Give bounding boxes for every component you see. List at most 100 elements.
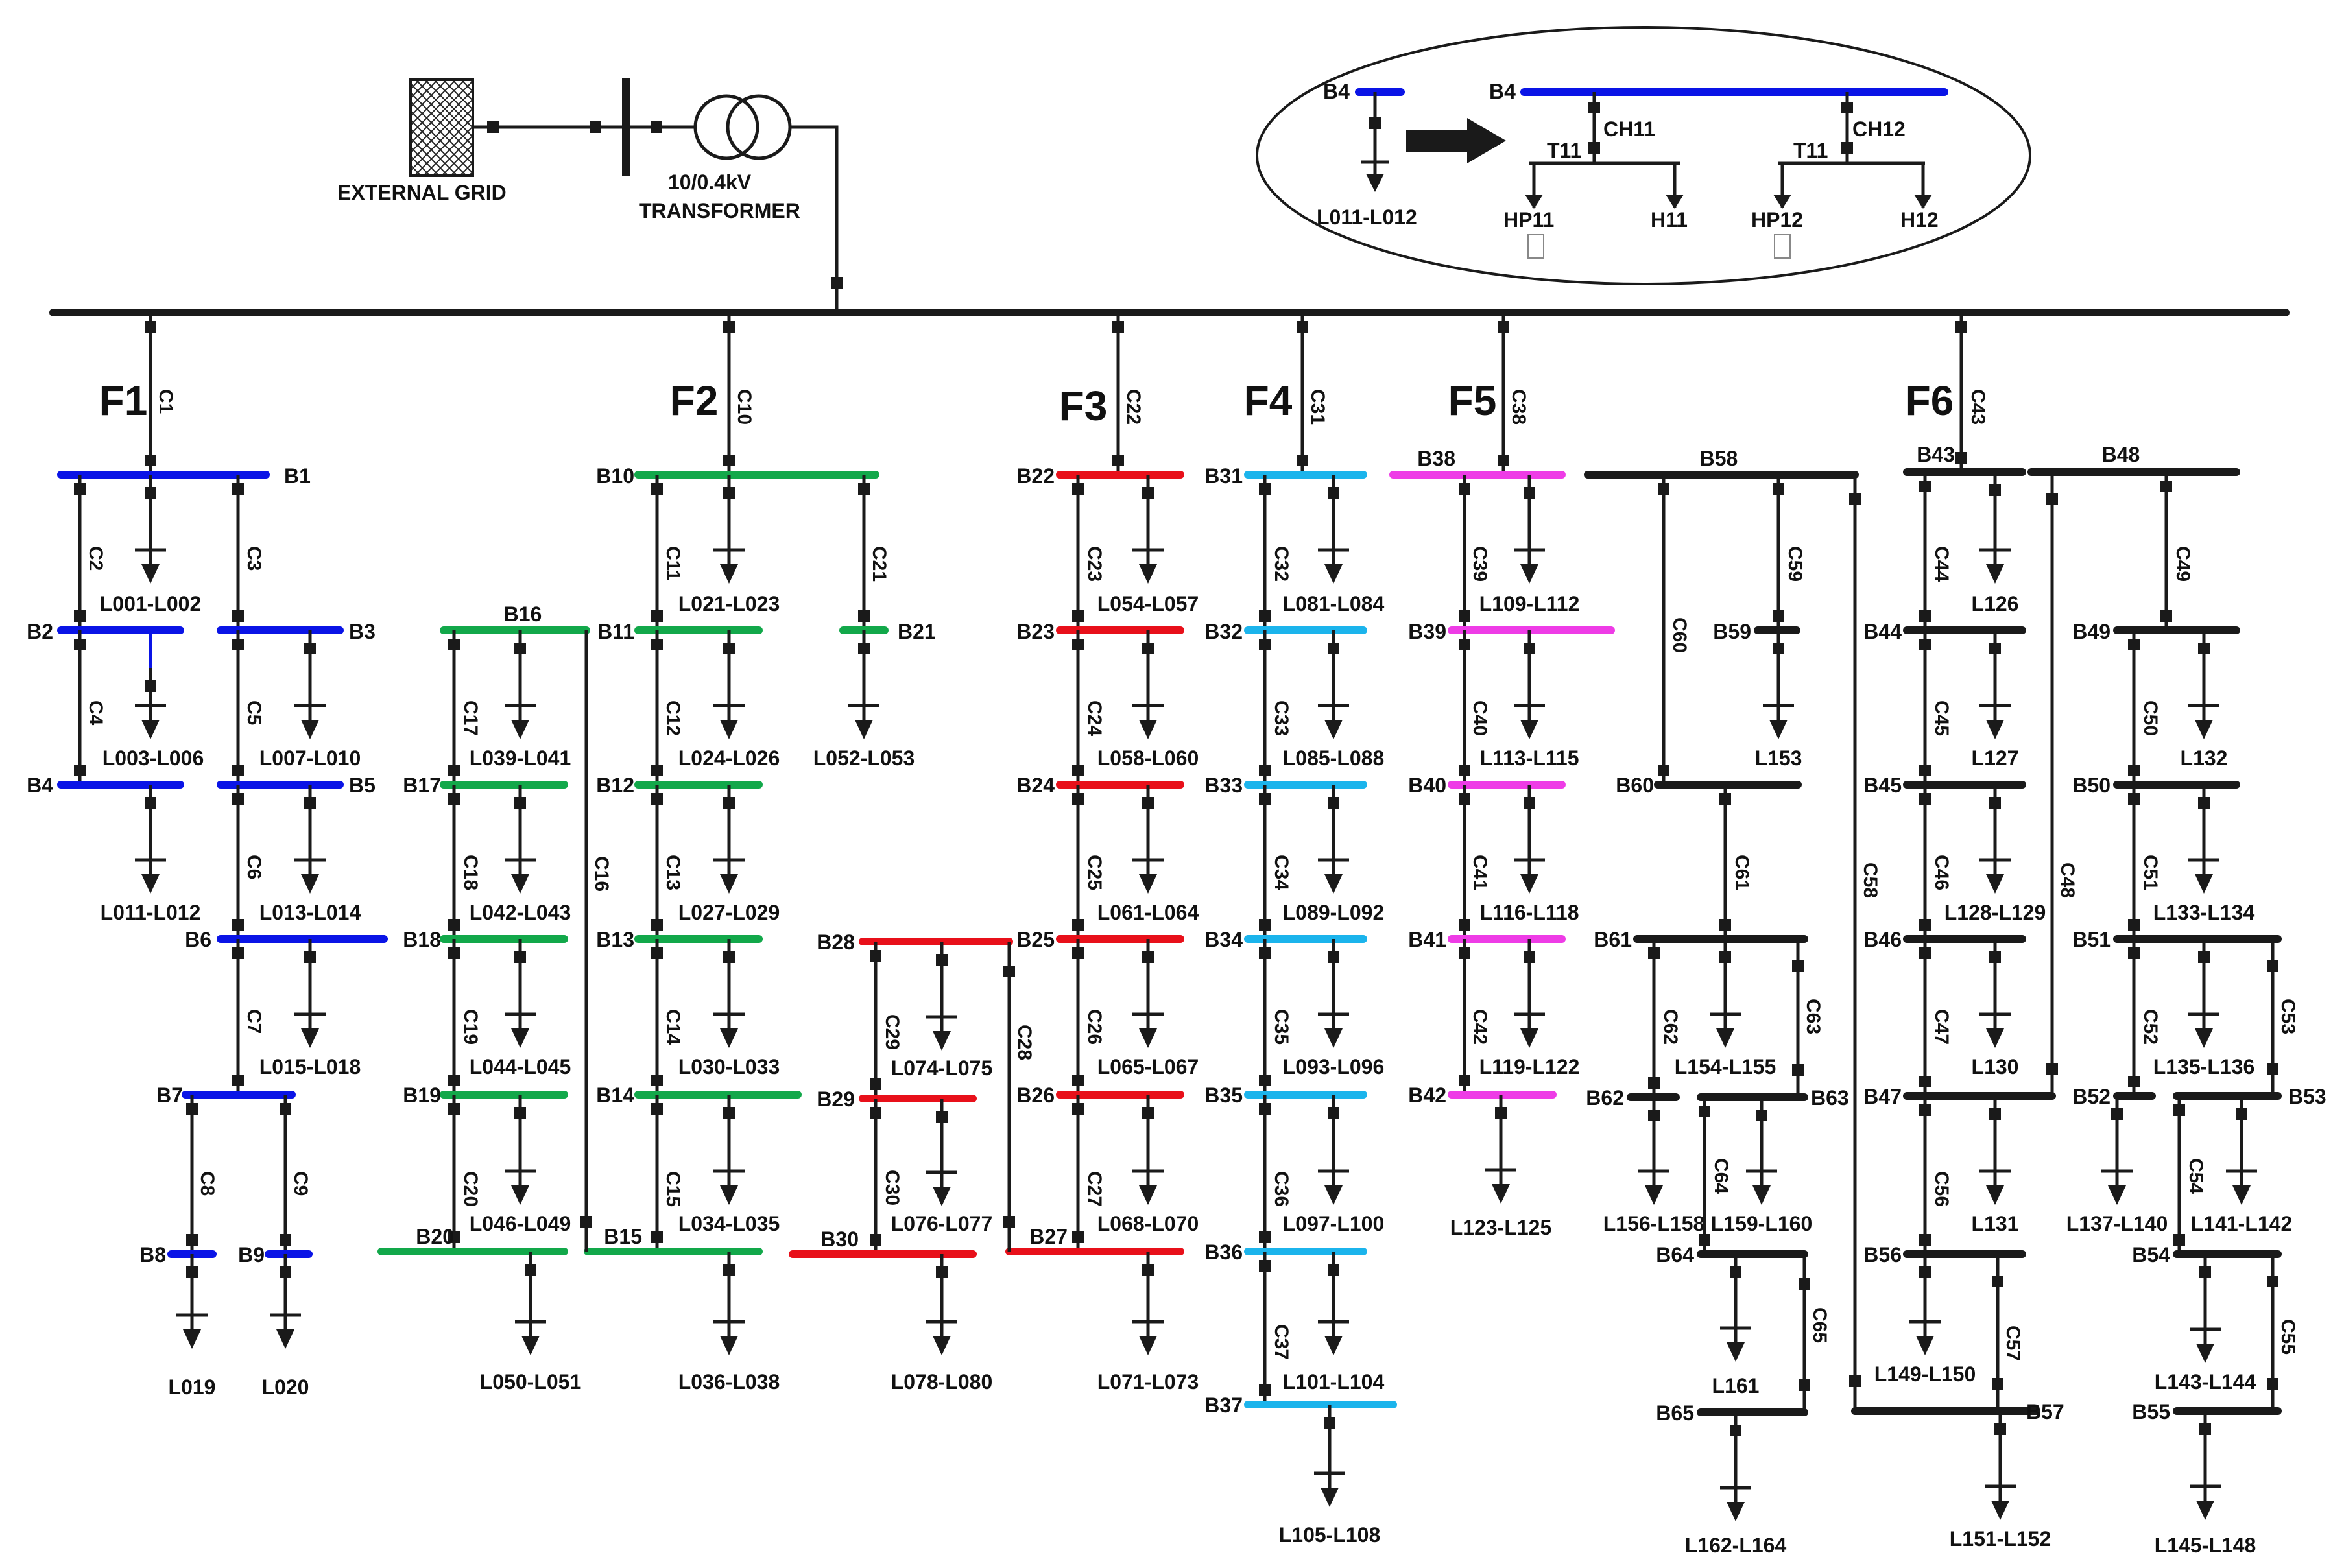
inset-node [1369, 117, 1381, 129]
bus-label-B6: B6 [185, 928, 211, 951]
bus-label-B50: B50 [2072, 774, 2111, 797]
bus-label-B19: B19 [403, 1084, 441, 1107]
load-label-L126: L126 [1972, 592, 2019, 615]
cable-label-C28: C28 [1014, 1025, 1035, 1060]
cable-node [2128, 639, 2140, 650]
cable-node [232, 639, 244, 650]
inset-h2: H12 [1900, 208, 1939, 232]
cable-node [1072, 639, 1084, 650]
cable-node [1459, 765, 1470, 776]
cable-node [1773, 483, 1784, 495]
cable-node [651, 1103, 663, 1115]
load-label-L093-L096: L093-L096 [1283, 1055, 1385, 1078]
cable-node [2128, 947, 2140, 959]
load-label-L109-L112: L109-L112 [1479, 592, 1580, 615]
load-label-L119-L122: L119-L122 [1479, 1055, 1580, 1078]
cable-node [723, 321, 735, 333]
cable-node [1259, 947, 1271, 959]
bus-label-B15: B15 [604, 1225, 642, 1248]
bus-label-B22: B22 [1016, 464, 1055, 488]
bus-label-B55: B55 [2132, 1400, 2170, 1423]
bus-label-B58: B58 [1700, 447, 1738, 470]
load-node [936, 1111, 948, 1123]
bus-label-B38: B38 [1417, 447, 1455, 470]
load-label-L039-L041: L039-L041 [470, 746, 571, 770]
load-arrow [511, 1185, 529, 1205]
cable-node [186, 1234, 198, 1246]
feeder-label-F3: F3 [1059, 383, 1108, 429]
switch-node [2267, 960, 2278, 972]
hp11-icon [1527, 234, 1544, 259]
load-arrow [301, 1028, 319, 1048]
load-label-L149-L150: L149-L150 [1874, 1362, 1976, 1386]
cable-label-C16: C16 [591, 856, 612, 892]
cable-label-C11: C11 [662, 546, 684, 580]
cable-label-C7: C7 [243, 1009, 265, 1034]
cable-node [1658, 483, 1669, 495]
cable-node [1459, 919, 1470, 931]
cable-label-C56: C56 [1931, 1171, 1952, 1207]
load-label-L068-L070: L068-L070 [1097, 1212, 1199, 1235]
load-label-L085-L088: L085-L088 [1283, 746, 1385, 770]
cable-label-C31: C31 [1307, 389, 1328, 425]
load-arrow [141, 564, 160, 584]
cable-label-C4: C4 [85, 700, 106, 726]
load-node [1142, 951, 1154, 963]
cable-node [232, 793, 244, 805]
bus-label-B37: B37 [1204, 1394, 1243, 1417]
inset-hp2: HP12 [1751, 208, 1803, 232]
cable-label-C14: C14 [662, 1009, 684, 1045]
inset-ellipse [1256, 26, 2031, 285]
grid-node [590, 121, 601, 133]
inset-load-arrow [1366, 174, 1384, 192]
load-node [1989, 797, 2001, 809]
cable-label-C38: C38 [1508, 389, 1529, 425]
load-arrow [1520, 874, 1538, 894]
load-node [723, 1264, 735, 1276]
load-node [858, 643, 870, 654]
switch-node [1992, 1378, 2003, 1390]
inset-arrow-h2 [1914, 195, 1932, 209]
load-label-L007-L010: L007-L010 [259, 746, 361, 770]
cable-node [870, 950, 881, 962]
load-arrow [1645, 1185, 1663, 1205]
cable-label-C50: C50 [2140, 700, 2161, 736]
cable-label-C15: C15 [662, 1171, 684, 1207]
cable-label-C44: C44 [1931, 546, 1952, 582]
load-arrow [2108, 1185, 2126, 1205]
load-node [1989, 643, 2001, 654]
load-label-L065-L067: L065-L067 [1097, 1055, 1199, 1078]
cable-label-C2: C2 [85, 546, 106, 571]
cable-node [2128, 919, 2140, 931]
load-arrow [933, 1336, 951, 1355]
cable-label-C9: C9 [290, 1171, 311, 1196]
load-label-L036-L038: L036-L038 [678, 1370, 780, 1394]
load-arrow [1986, 1028, 2004, 1048]
switch-node [1799, 1278, 1810, 1290]
bus-label-B57: B57 [2026, 1400, 2064, 1423]
load-arrow [511, 720, 529, 739]
load-node [1719, 951, 1731, 963]
load-label-L052-L053: L052-L053 [813, 746, 915, 770]
load-node [2198, 643, 2210, 654]
cable-node [1072, 1103, 1084, 1115]
bus-label-B43: B43 [1917, 443, 1955, 466]
switch-node [1792, 960, 1804, 972]
load-arrow [1139, 1185, 1157, 1205]
bus-label-B33: B33 [1204, 774, 1243, 797]
load-label-L143-L144: L143-L144 [2155, 1370, 2256, 1394]
inset-node [1588, 102, 1600, 113]
cable-node [651, 1231, 663, 1243]
load-arrow [1916, 1336, 1934, 1355]
cable-node [232, 919, 244, 931]
load-node [1328, 643, 1339, 654]
load-label-L081-L084: L081-L084 [1283, 592, 1385, 615]
bus-label-B48: B48 [2102, 443, 2140, 466]
load-arrow [720, 874, 738, 894]
cable-node [651, 793, 663, 805]
bus-label-B27: B27 [1029, 1225, 1068, 1248]
load-arrow [1752, 1185, 1771, 1205]
cable-node [1919, 1076, 1931, 1087]
load-node [1328, 951, 1339, 963]
